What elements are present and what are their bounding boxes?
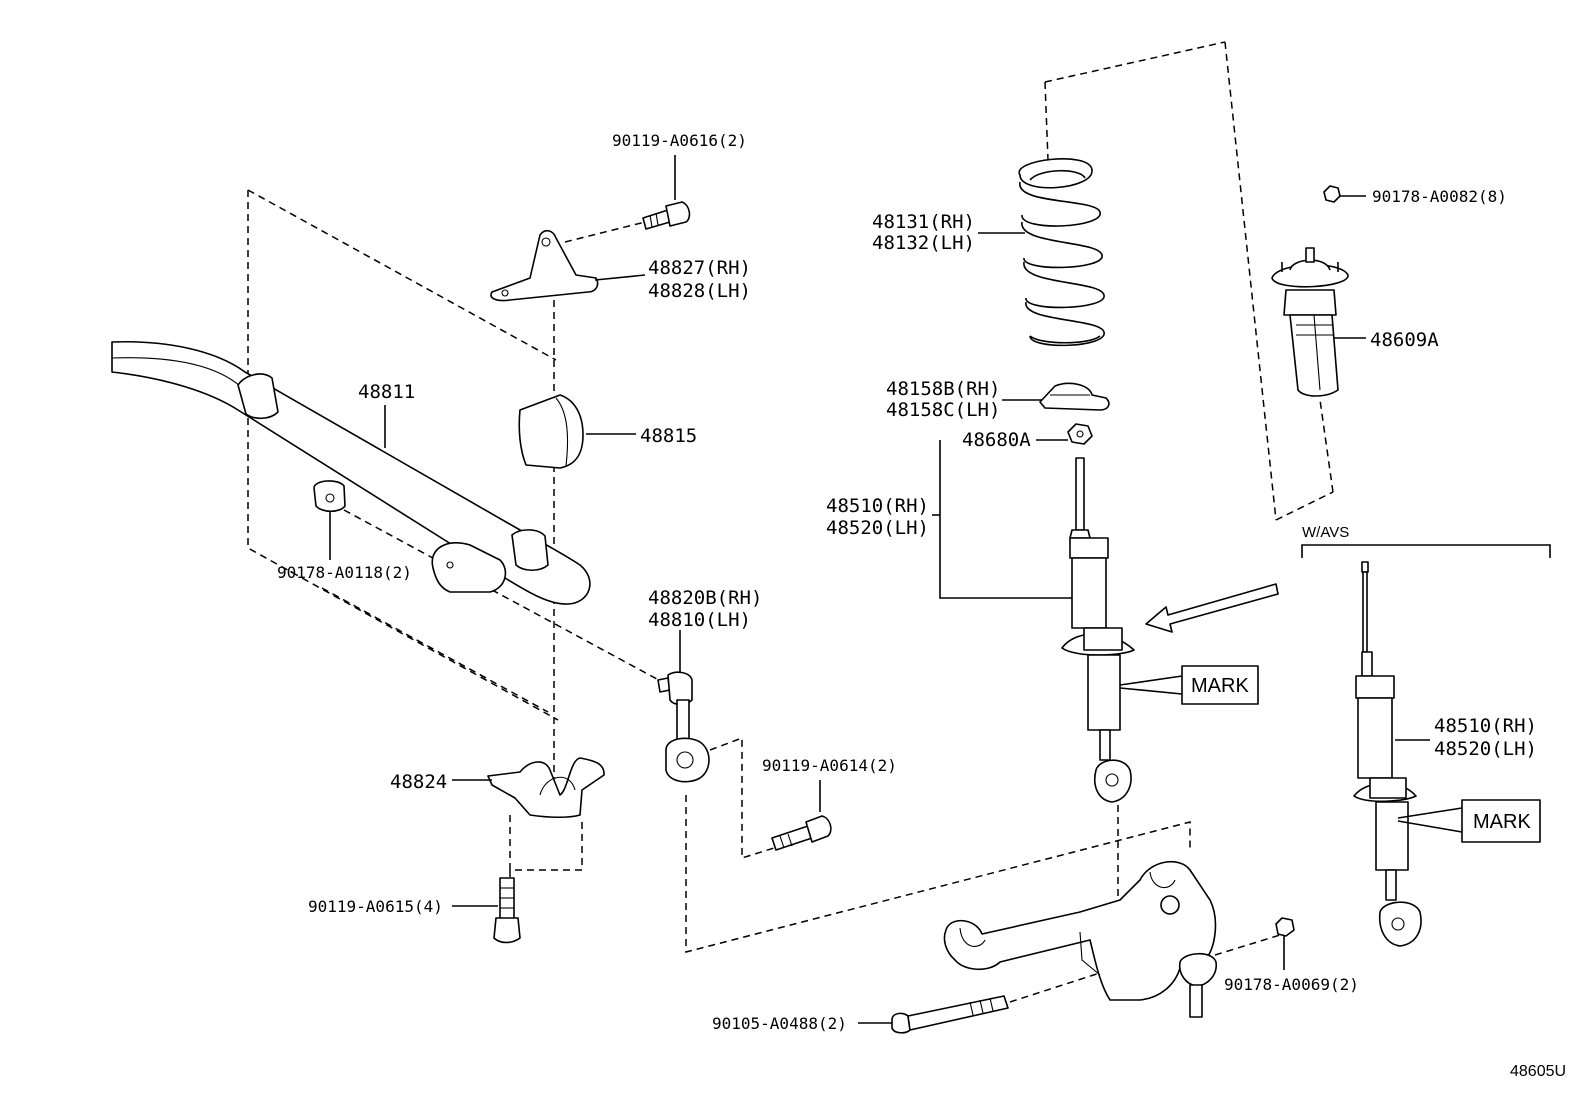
diagram-reference-code: 48605U	[1510, 1063, 1566, 1080]
bolt-link	[771, 815, 832, 851]
label-bolt-top: 90119-A0616(2)	[612, 131, 747, 150]
label-wavs: W/AVS	[1302, 524, 1349, 541]
label-insulator-rh: 48158B(RH)	[886, 378, 1000, 400]
wavs-bracket	[1301, 544, 1551, 558]
label-spring-lh: 48132(LH)	[872, 232, 975, 254]
label-bracket-rh: 48827(RH)	[648, 257, 751, 279]
label-nut-mount: 90178-A0082(8)	[1372, 187, 1507, 206]
label-support: 48609A	[1370, 329, 1439, 351]
label-bracket-lh: 48828(LH)	[648, 280, 751, 302]
coil-spring	[1018, 158, 1105, 347]
bolt-bottom	[493, 877, 521, 944]
mark-box-2	[1461, 799, 1541, 843]
view-arrow	[1145, 583, 1279, 633]
label-shock-rh: 48510(RH)	[826, 495, 929, 517]
nut-arm	[1275, 917, 1295, 937]
nut-small	[313, 480, 346, 513]
label-shock2-rh: 48510(RH)	[1434, 715, 1537, 737]
label-link-lh: 48810(LH)	[648, 609, 751, 631]
upper-bracket	[490, 229, 599, 302]
bolt-arm	[891, 995, 1009, 1034]
leader-lines	[329, 155, 1463, 1024]
label-shock-lh: 48520(LH)	[826, 517, 929, 539]
nut-48680a	[1067, 423, 1093, 445]
label-lower-bracket: 48824	[390, 771, 447, 793]
stabilizer-bar	[111, 340, 591, 605]
bushing-48815	[518, 394, 584, 469]
label-bushing: 48815	[640, 425, 697, 447]
label-bolt-arm: 90105-A0488(2)	[712, 1014, 847, 1033]
label-mark-1: MARK	[1191, 675, 1249, 697]
label-stabilizer-bar: 48811	[358, 381, 415, 403]
mark-box-1	[1181, 665, 1259, 705]
lower-arm	[943, 861, 1217, 1018]
part-labels: 90119-A0616(2) 48827(RH) 48828(LH) 48811…	[277, 131, 1566, 1080]
label-shock2-lh: 48520(LH)	[1434, 738, 1537, 760]
label-spring-rh: 48131(RH)	[872, 211, 975, 233]
spring-insulator	[1039, 382, 1110, 411]
label-bolt-bottom: 90119-A0615(4)	[308, 897, 443, 916]
stabilizer-link	[657, 671, 710, 783]
label-bolt-link: 90119-A0614(2)	[762, 756, 897, 775]
nut-mount	[1323, 185, 1341, 203]
assembly-dashed-lines	[247, 41, 1334, 1003]
label-insulator-lh: 48158C(LH)	[886, 399, 1000, 421]
lower-bracket	[487, 757, 605, 819]
label-link-rh: 48820B(RH)	[648, 587, 762, 609]
label-mark-2: MARK	[1473, 811, 1531, 833]
shock-absorber-main	[1061, 457, 1135, 803]
label-nut-arm: 90178-A0069(2)	[1224, 975, 1359, 994]
label-nut-small: 90178-A0118(2)	[277, 563, 412, 582]
label-nut-shock: 48680A	[962, 429, 1031, 451]
bolt-top	[642, 201, 691, 230]
shock-absorber-avs	[1353, 561, 1422, 947]
suspension-support	[1271, 247, 1349, 397]
